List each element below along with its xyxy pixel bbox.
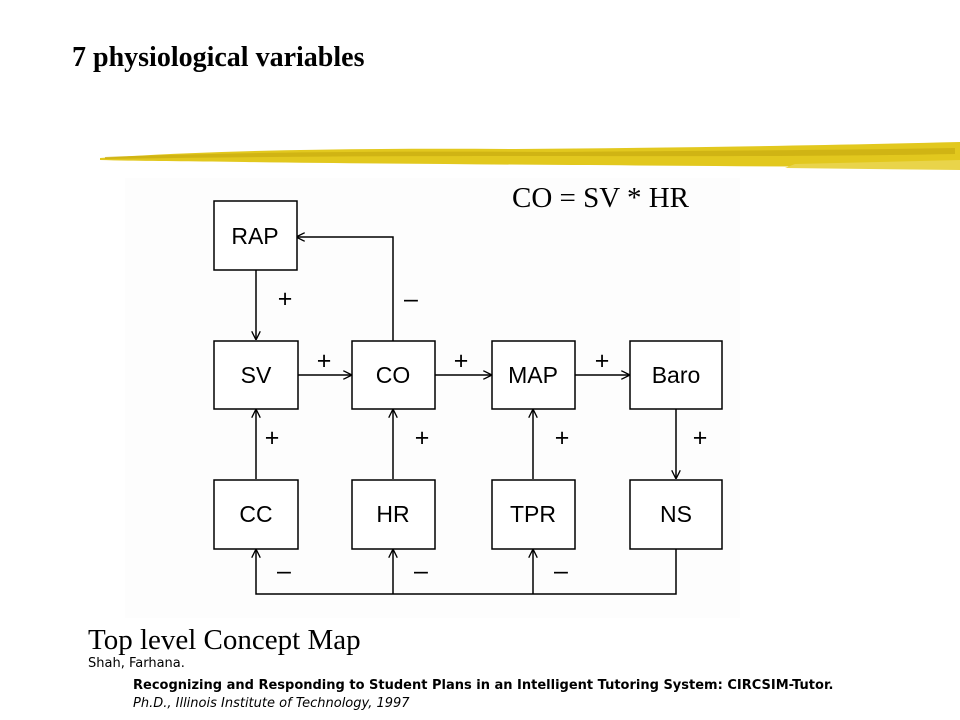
node-labels: RAP SV CO MAP Baro CC HR TPR NS [231,223,700,527]
node-hr-box [351,479,436,550]
reference-venue: Ph.D., Illinois Institute of Technology,… [133,696,410,711]
edge-ns-feedback-bus [256,549,677,595]
sign-rap-sv: + [278,285,293,313]
sign-baro-ns: + [693,424,708,452]
sign-cc-sv: + [265,424,280,452]
formula-co-equals-sv-times-hr: CO = SV * HR [512,182,689,214]
sign-hr-co: + [415,424,430,452]
sign-ns-tpr: – [554,557,568,585]
node-co-box [351,340,436,410]
node-map-label: MAP [508,362,558,388]
sign-co-map: + [454,347,469,375]
sign-sv-co: + [317,347,332,375]
decorative-brush-stroke [100,142,960,170]
node-tpr-box [491,479,576,550]
node-ns-label: NS [660,501,692,527]
node-baro-label: Baro [652,362,701,388]
node-sv-box [213,340,299,410]
node-cc-box [213,479,299,550]
sign-ns-cc: – [277,557,291,585]
node-tpr-label: TPR [510,501,556,527]
node-co-label: CO [376,362,411,388]
sign-map-baro: + [595,347,610,375]
reference-title: Recognizing and Responding to Student Pl… [133,678,834,693]
node-map-box [491,340,576,410]
node-baro-box [629,340,723,410]
node-rap-label: RAP [231,223,278,249]
nodes [213,200,723,550]
sign-tpr-map: + [555,424,570,452]
node-ns-box [629,479,723,550]
edge-co-rap [297,237,394,341]
node-hr-label: HR [376,501,409,527]
edge-signs: + – + + + + + + + – – – [265,285,708,585]
node-cc-label: CC [239,501,272,527]
edges [256,237,677,595]
reference-author: Shah, Farhana. [88,656,185,671]
slide-title: 7 physiological variables [72,42,365,73]
sign-co-rap: – [404,285,418,313]
diagram-caption: Top level Concept Map [88,624,361,656]
sign-ns-hr: – [414,557,428,585]
node-sv-label: SV [241,362,272,388]
node-rap-box [213,200,298,271]
